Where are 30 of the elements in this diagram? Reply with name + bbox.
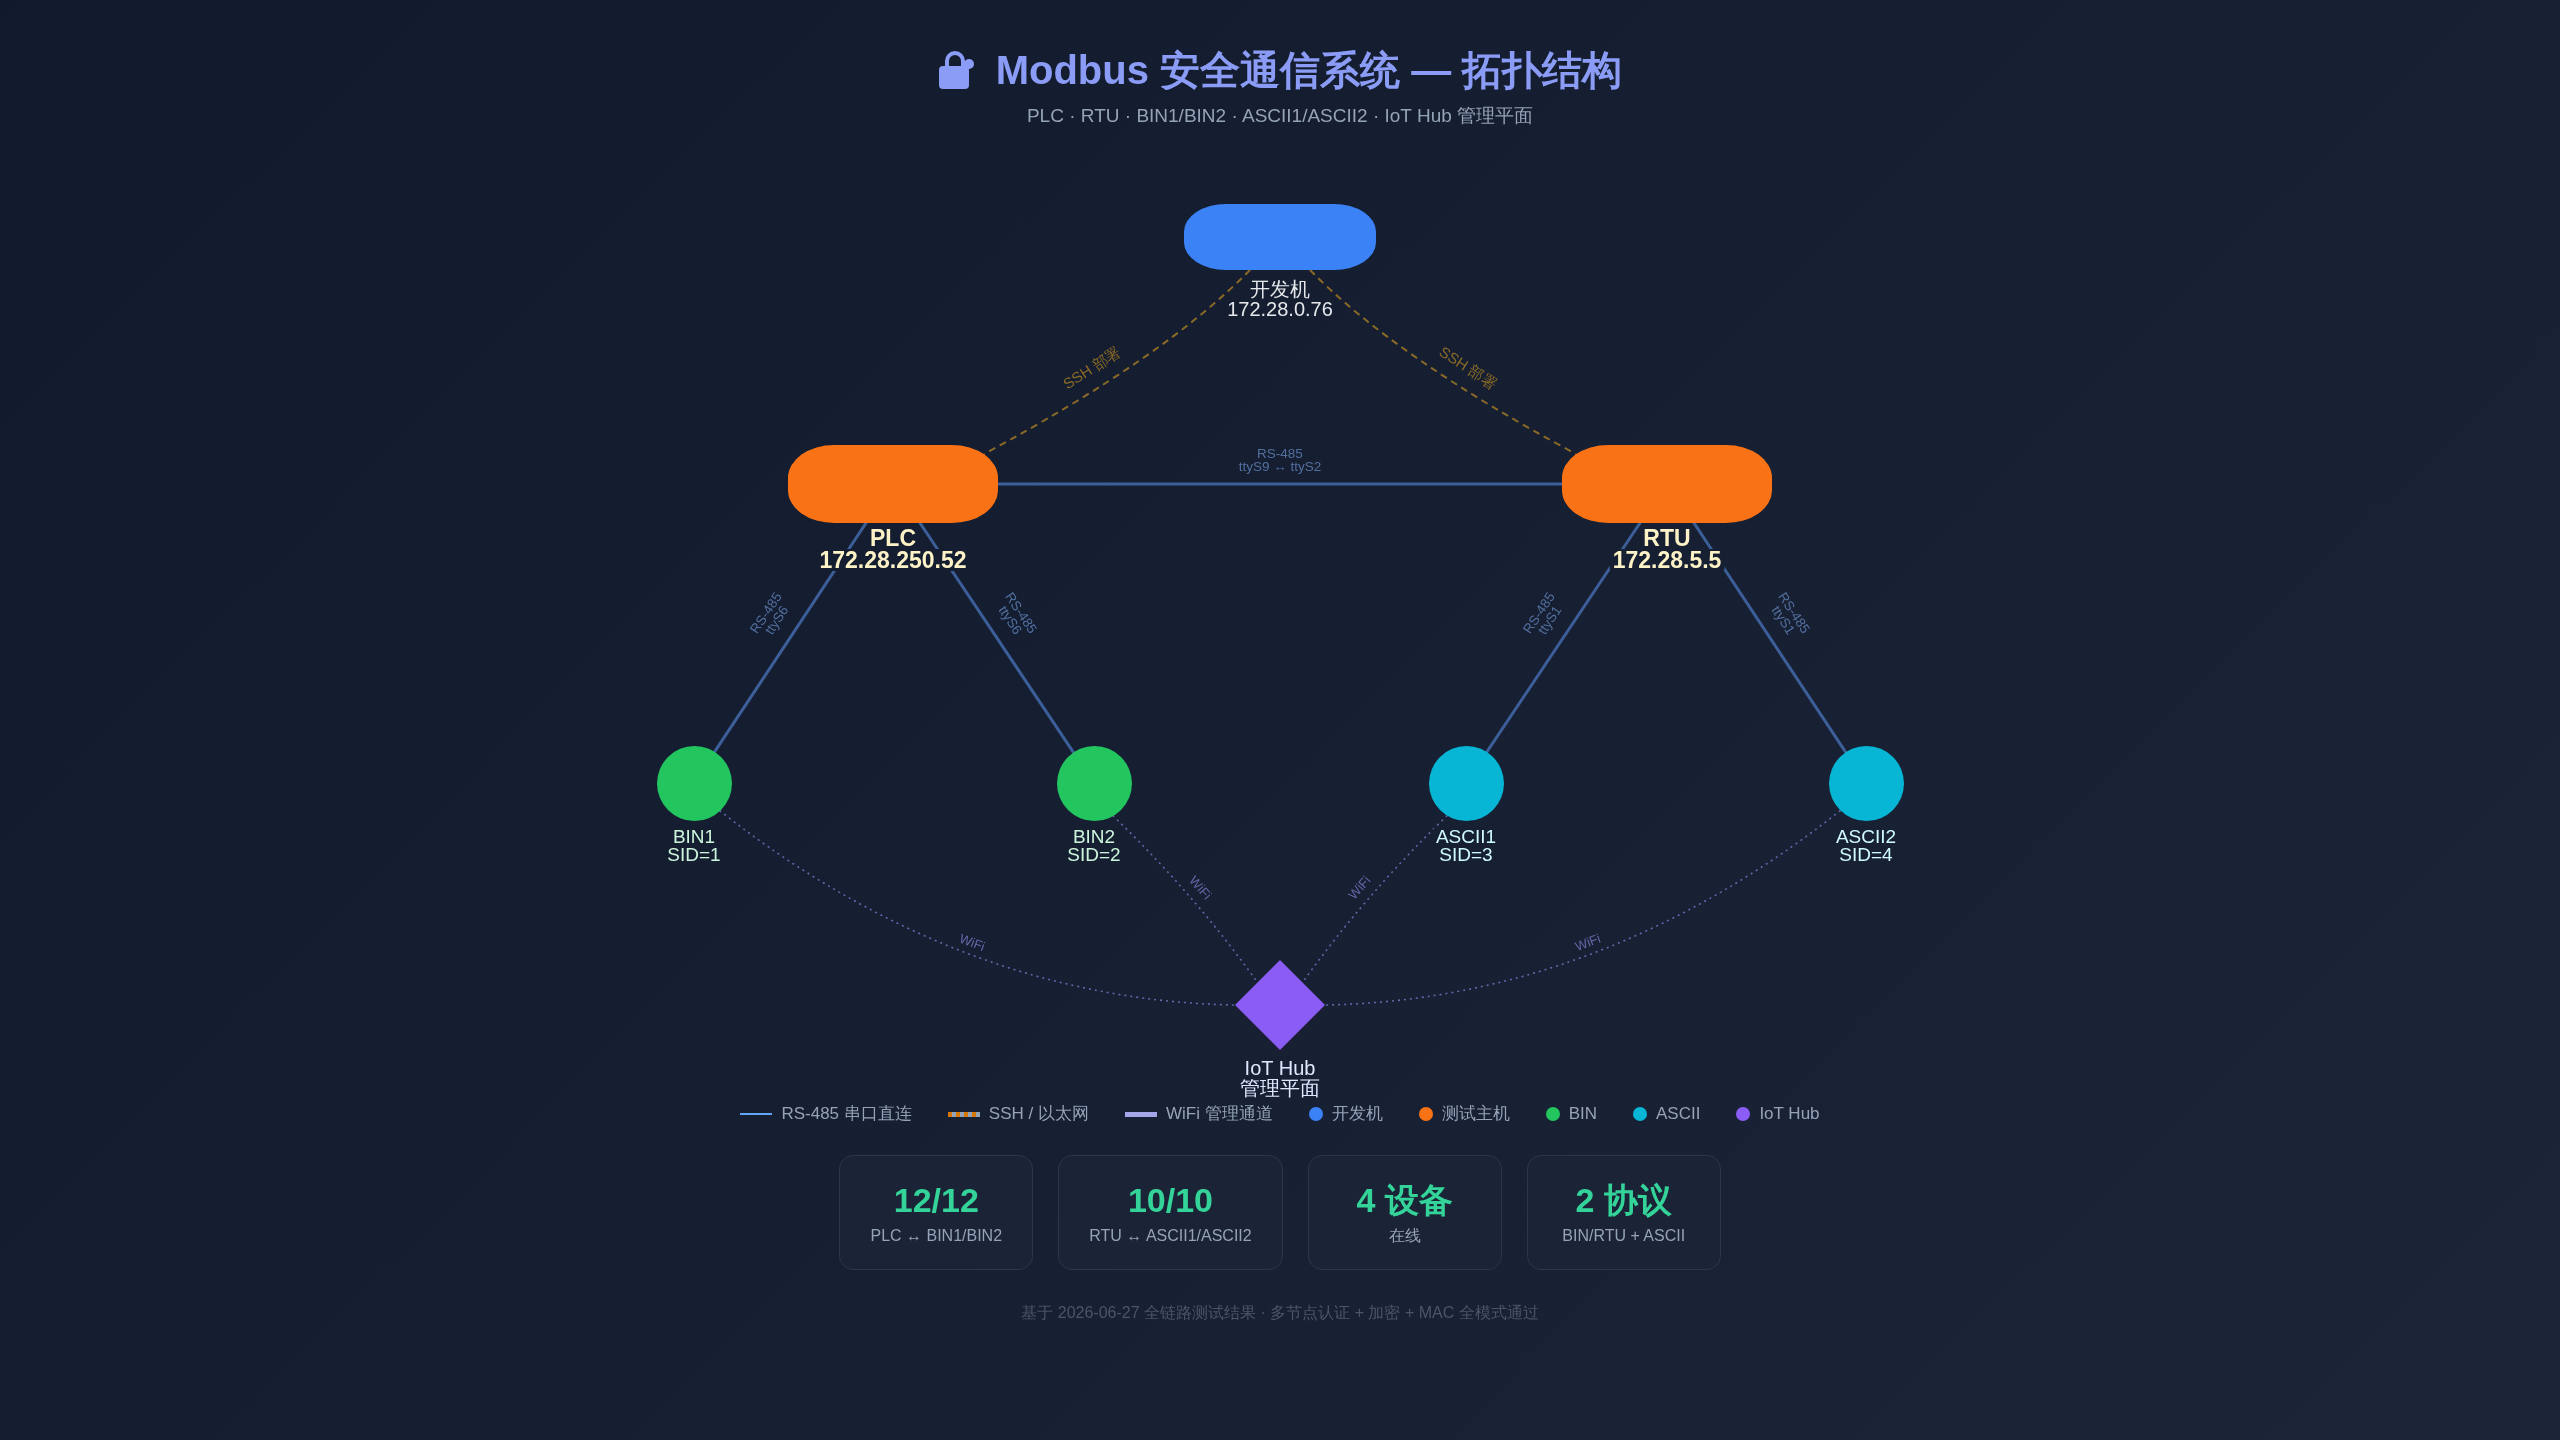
- dashed-connector: [1324, 809, 1842, 1006]
- connector-line: [1485, 521, 1642, 754]
- dashed-connector: [718, 809, 1236, 1006]
- node-sublabel: 172.28.5.5: [1609, 549, 1725, 571]
- stat-label: BIN/RTU + ASCII: [1562, 1225, 1686, 1246]
- node-sublabel: 管理平面: [1237, 1078, 1323, 1098]
- stat-card: [839, 1155, 1034, 1270]
- legend-label: ASCII: [1656, 1103, 1701, 1125]
- legend-label: BIN: [1568, 1103, 1597, 1125]
- subtitle: PLC · RTU · BIN1/BIN2 · ASCII1/ASCII2 · IoT Hub 管理平面: [1026, 104, 1534, 128]
- stat-value: 10/10: [1127, 1179, 1214, 1220]
- stat-label: PLC ↔ BIN1/BIN2: [870, 1225, 1003, 1246]
- stat-value: 12/12: [893, 1179, 979, 1220]
- legend-label: SSH / 以太网: [988, 1103, 1089, 1125]
- connector-line: [918, 521, 1075, 754]
- stat-card: [1058, 1155, 1283, 1270]
- legend-label: WiFi 管理通道: [1165, 1103, 1273, 1125]
- stat-label: RTU ↔ ASCII1/ASCII2: [1089, 1225, 1252, 1246]
- legend-label: 开发机: [1331, 1103, 1383, 1125]
- node-label: 开发机: [1247, 279, 1313, 299]
- connector-line: [1692, 521, 1847, 754]
- legend-label: RS-485 串口直连: [781, 1103, 912, 1125]
- stat-value: 2 协议: [1575, 1179, 1672, 1220]
- stat-label: 在线: [1388, 1225, 1421, 1246]
- connector-line: [713, 521, 868, 754]
- legend-label: 测试主机: [1441, 1103, 1510, 1125]
- stat-value: 4 设备: [1356, 1179, 1453, 1220]
- connector-line: [996, 482, 1564, 486]
- legend-label: IoT Hub: [1759, 1103, 1820, 1125]
- page-title: Modbus 安全通信系统 — 拓扑结构: [995, 47, 1623, 94]
